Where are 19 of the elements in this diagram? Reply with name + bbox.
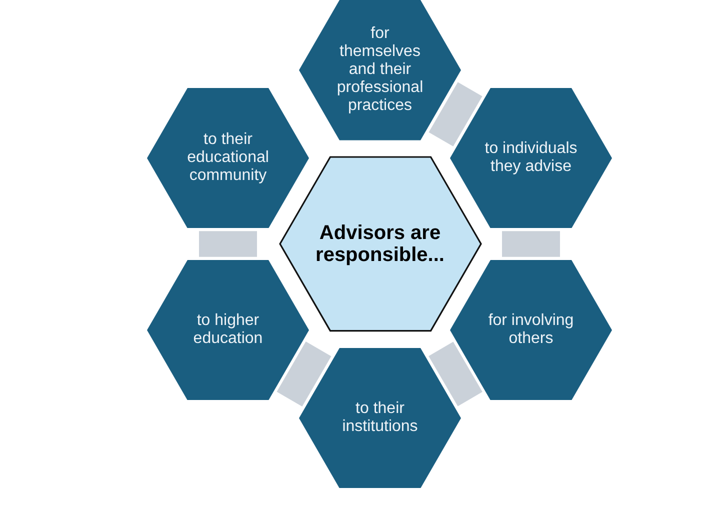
connector-band bbox=[428, 342, 482, 406]
node-label: to their institutions bbox=[341, 400, 419, 436]
outer-hexagon bbox=[450, 88, 612, 228]
node-label: to individuals they advise bbox=[484, 140, 578, 176]
node-label: for themselves and their professional practices bbox=[336, 25, 424, 116]
connector-band bbox=[428, 82, 482, 146]
outer-hexagon bbox=[299, 0, 461, 141]
connector-band bbox=[276, 342, 332, 406]
connector-band bbox=[502, 231, 560, 257]
node-label: to their educational community bbox=[186, 130, 270, 185]
outer-hexagon bbox=[450, 260, 612, 400]
outer-hexagon bbox=[147, 260, 309, 400]
node-label: for involving others bbox=[487, 312, 575, 348]
outer-hexagon bbox=[147, 88, 309, 228]
central-hexagon bbox=[278, 156, 482, 332]
node-label: to higher education bbox=[192, 312, 264, 348]
connector-band bbox=[199, 231, 257, 257]
outer-hexagon bbox=[299, 348, 461, 488]
central-label: Advisors are responsible... bbox=[314, 222, 446, 266]
